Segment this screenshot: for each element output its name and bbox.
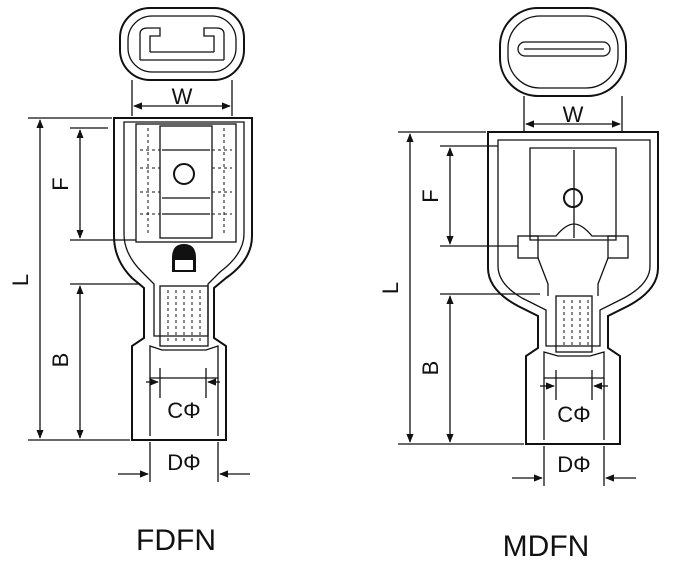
fdfn-l-dimension: L [8, 117, 130, 441]
mdfn-diagram: W F [378, 7, 659, 563]
mdfn-end-view [499, 7, 627, 97]
fdfn-f-dimension: F [48, 127, 136, 241]
mdfn-w-label: W [563, 102, 584, 127]
mdfn-w-dimension: W [523, 96, 623, 132]
mdfn-d-label: DΦ [557, 452, 590, 477]
mdfn-body [487, 131, 659, 445]
fdfn-f-label: F [48, 177, 73, 190]
mdfn-d-dimension: DΦ [512, 446, 636, 486]
fdfn-w-dimension: W [131, 80, 233, 116]
fdfn-caption: FDFN [136, 524, 216, 557]
mdfn-caption: MDFN [503, 530, 590, 563]
mdfn-l-dimension: L [378, 131, 524, 445]
mdfn-b-label: B [418, 361, 443, 376]
fdfn-diagram: W [8, 7, 253, 557]
fdfn-l-label: L [8, 274, 33, 286]
fdfn-end-view [119, 7, 245, 81]
mdfn-b-dimension: B [418, 293, 540, 443]
fdfn-b-dimension: B [48, 283, 140, 439]
fdfn-d-label: DΦ [167, 450, 200, 475]
mdfn-l-label: L [378, 282, 403, 294]
mdfn-c-label: CΦ [557, 402, 590, 427]
mdfn-c-dimension: CΦ [540, 370, 608, 427]
mdfn-f-dimension: F [418, 145, 518, 247]
fdfn-w-label: W [172, 84, 193, 109]
fdfn-b-label: B [48, 353, 73, 368]
fdfn-body [113, 117, 253, 441]
fdfn-c-dimension: CΦ [146, 368, 220, 423]
fdfn-c-label: CΦ [167, 398, 200, 423]
mdfn-f-label: F [418, 189, 443, 202]
fdfn-d-dimension: DΦ [118, 442, 250, 482]
